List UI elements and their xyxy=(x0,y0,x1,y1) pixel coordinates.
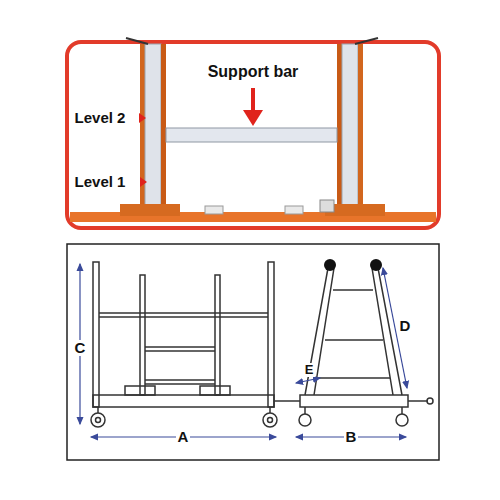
dimension-label: E xyxy=(303,363,316,377)
dimension-lines xyxy=(80,264,407,437)
dimension-label: B xyxy=(344,429,359,446)
dimension-label: D xyxy=(398,318,413,335)
end-view xyxy=(290,268,433,426)
cart-photo xyxy=(70,38,436,222)
level-label: Level 1 xyxy=(75,174,126,191)
callout-label: Support bar xyxy=(208,63,299,81)
dimension-label: A xyxy=(176,429,191,446)
side-view xyxy=(91,262,290,427)
dimension-label: C xyxy=(73,340,88,357)
level-label: Level 2 xyxy=(75,110,126,127)
